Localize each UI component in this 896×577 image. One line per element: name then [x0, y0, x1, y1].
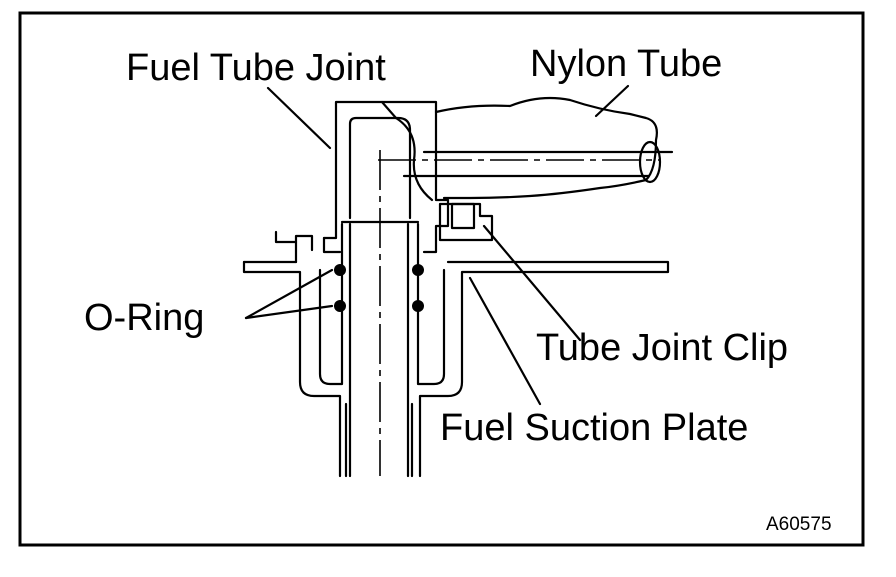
o-rings: [334, 264, 424, 312]
nylon-tube: [378, 96, 674, 200]
leader-fuel-tube-joint: [266, 86, 332, 150]
tube-joint-clip: [438, 202, 494, 242]
fuel-tube-joint: [322, 100, 450, 254]
plate-bore: [318, 222, 446, 386]
figure-id: A60575: [766, 514, 832, 535]
o-ring-right-lower: [412, 300, 424, 312]
diagram-border: [18, 11, 865, 547]
label-fuel-tube-joint: Fuel Tube Joint: [126, 47, 386, 89]
label-tube-joint-clip: Tube Joint Clip: [536, 327, 788, 369]
leader-o-ring-upper: [244, 268, 334, 320]
o-ring-left-upper: [334, 264, 346, 276]
leader-lines: [244, 84, 630, 406]
suction-pipe: [344, 150, 414, 478]
o-ring-left-lower: [334, 300, 346, 312]
label-o-ring: O-Ring: [84, 297, 204, 339]
leader-o-ring-lower: [244, 304, 334, 320]
leader-tube-joint-clip: [482, 224, 582, 342]
label-fuel-suction-plate: Fuel Suction Plate: [440, 407, 748, 449]
o-ring-right-upper: [412, 264, 424, 276]
label-nylon-tube: Nylon Tube: [530, 43, 722, 85]
leader-fuel-suction-plate: [468, 276, 542, 406]
fuel-suction-plate: [242, 230, 670, 478]
leader-nylon-tube: [594, 84, 630, 118]
